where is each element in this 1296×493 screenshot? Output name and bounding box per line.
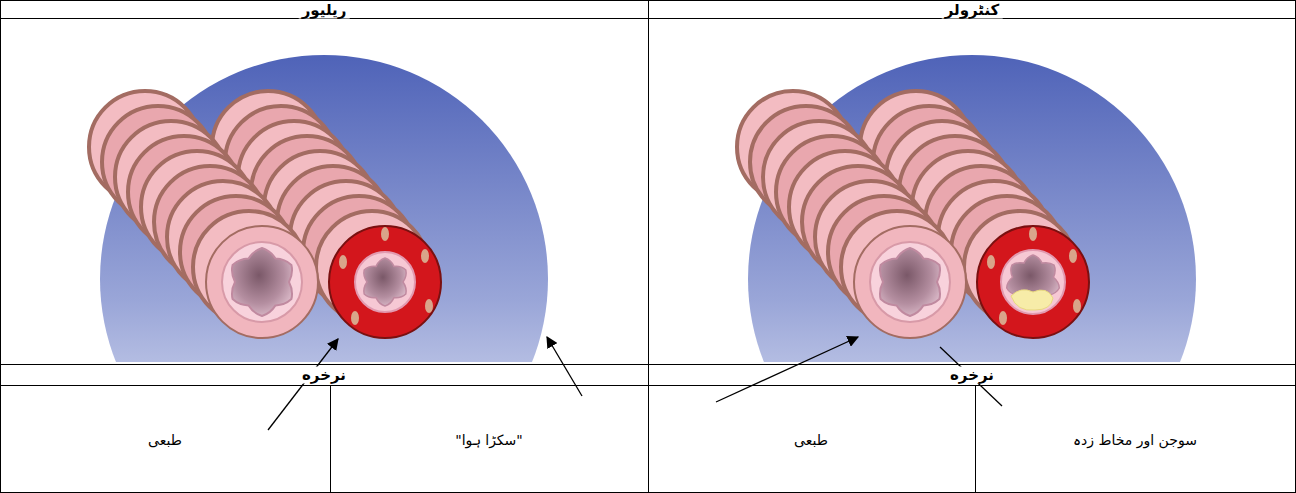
table-cell: طبعی [791, 432, 831, 449]
illustration-part [381, 227, 389, 241]
illustration-part [987, 255, 995, 269]
leader-line [268, 337, 1002, 430]
illustration-part [339, 255, 347, 269]
illustration-part [90, 362, 560, 364]
illustration-part [1029, 227, 1037, 241]
illustration-part [1073, 299, 1081, 313]
illustration-part [1001, 250, 1065, 314]
airway-illustration [737, 55, 1208, 364]
column-heading: ریلیور [299, 1, 350, 18]
illustration-part [421, 249, 429, 263]
illustration-part [1069, 249, 1077, 263]
illustration-part [232, 248, 292, 316]
table-cell: سوجن اور مخاط زدہ [1070, 432, 1200, 449]
illustration-part [355, 252, 415, 312]
normal-airway [206, 226, 318, 338]
illustration-part [870, 242, 950, 322]
illustration-part [364, 258, 406, 306]
airway-illustration [89, 55, 560, 364]
narrowed-airway [977, 226, 1089, 338]
row-heading: نرخره [299, 367, 349, 384]
illustration-part [999, 311, 1007, 325]
illustration-part [222, 242, 302, 322]
illustration-part [880, 248, 940, 316]
illustration-part [351, 311, 359, 325]
narrowed-airway [329, 226, 441, 338]
column-heading: کنٹرولر [942, 1, 1003, 18]
table-cell: طبعی [145, 432, 185, 449]
row-heading: نرخره [947, 367, 997, 384]
table-cell: "سکڑا ہوا" [452, 432, 526, 449]
mucus [1011, 290, 1053, 310]
normal-airway [854, 226, 966, 338]
illustration-part [738, 362, 1208, 364]
illustration-part [425, 299, 433, 313]
